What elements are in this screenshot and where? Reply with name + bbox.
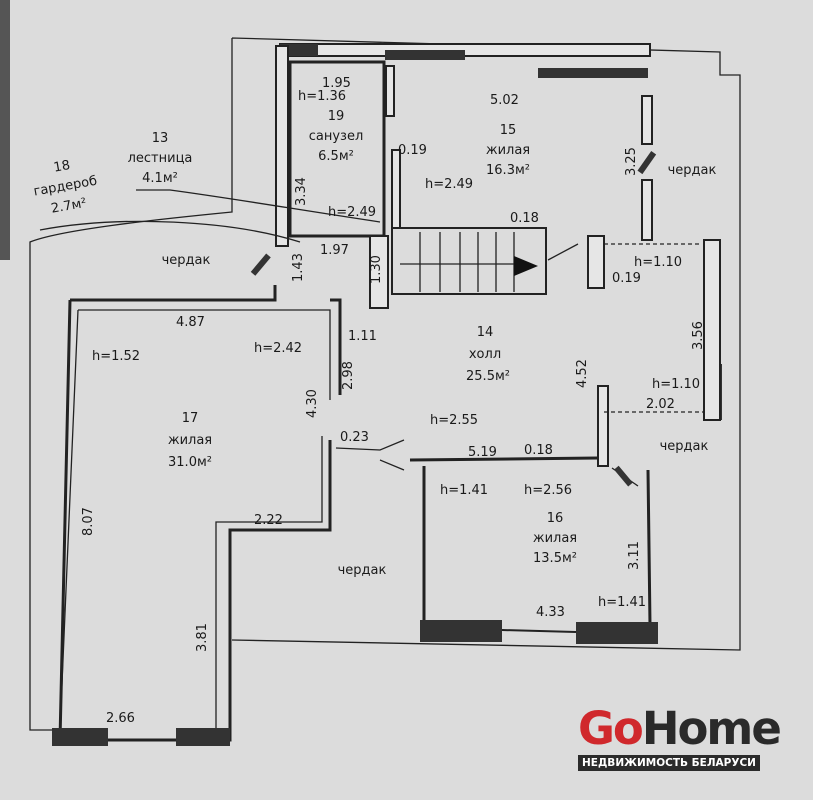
dim: 4.33 xyxy=(536,605,565,620)
dim: 2.98 xyxy=(341,361,356,390)
dim: 2.22 xyxy=(254,513,283,528)
bathroom-walls xyxy=(288,60,386,238)
ceiling-height: h=2.49 xyxy=(328,205,376,220)
attic-label-3: чердак xyxy=(660,439,709,454)
dim: 1.11 xyxy=(348,329,377,344)
paper-edge xyxy=(0,0,10,260)
attic-label-2: чердак xyxy=(668,163,717,178)
room-16-name: жилая xyxy=(533,531,577,546)
logo-go: Go xyxy=(578,702,644,755)
ceiling-height: h=1.10 xyxy=(634,255,682,270)
dim: 1.97 xyxy=(320,243,349,258)
room-19-name: санузел xyxy=(309,129,364,144)
room-14-name: холл xyxy=(469,347,501,362)
dim: 0.19 xyxy=(612,271,641,286)
dim: 4.87 xyxy=(176,315,205,330)
dim: 1.43 xyxy=(291,253,306,282)
ceiling-height: h=2.55 xyxy=(430,413,478,428)
dim: 2.02 xyxy=(646,397,675,412)
room-19-number: 19 xyxy=(328,109,345,124)
ceiling-height: h=2.56 xyxy=(524,483,572,498)
gohome-logo: GoHome НЕДВИЖИМОСТЬ БЕЛАРУСИ xyxy=(578,706,782,771)
wall-bath-left xyxy=(275,45,289,247)
dim: 1.95 xyxy=(322,76,351,91)
ceiling-height: h=1.52 xyxy=(92,349,140,364)
leader-lines xyxy=(39,189,381,243)
ceiling-height: h=1.10 xyxy=(652,377,700,392)
dim: 3.56 xyxy=(691,321,706,350)
dim: 5.02 xyxy=(490,93,519,108)
dim: 1.30 xyxy=(369,255,384,284)
room-15-name: жилая xyxy=(486,143,530,158)
dim: 8.07 xyxy=(81,507,96,536)
ceiling-height: h=1.41 xyxy=(440,483,488,498)
room-15-area: 16.3м² xyxy=(486,163,530,178)
room-17-name: жилая xyxy=(168,433,212,448)
ceiling-height: h=1.36 xyxy=(298,89,346,104)
room-17-number: 17 xyxy=(182,411,199,426)
staircase xyxy=(391,227,547,295)
room-13-name: лестница xyxy=(128,151,193,166)
dim: 3.81 xyxy=(195,623,210,652)
room-13-area: 4.1м² xyxy=(142,171,178,186)
room-17-area: 31.0м² xyxy=(168,455,212,470)
room-18-area: 2.7м² xyxy=(50,196,88,217)
dim: 0.18 xyxy=(510,211,539,226)
ceiling-height: h=2.49 xyxy=(425,177,473,192)
logo-tagline: НЕДВИЖИМОСТЬ БЕЛАРУСИ xyxy=(578,755,760,771)
room-16-number: 16 xyxy=(547,511,564,526)
dim: 4.30 xyxy=(305,389,320,418)
room-19-area: 6.5м² xyxy=(318,149,354,164)
room-13-number: 13 xyxy=(152,131,169,146)
dim: 4.52 xyxy=(575,359,590,388)
attic-label-4: чердак xyxy=(338,563,387,578)
dim: 0.23 xyxy=(340,430,369,445)
room-18-number: 18 xyxy=(52,158,71,176)
room-14-number: 14 xyxy=(477,325,494,340)
room17-walls xyxy=(58,285,342,742)
room16-walls xyxy=(409,456,652,626)
ceiling-height: h=1.41 xyxy=(598,595,646,610)
room-15-number: 15 xyxy=(500,123,517,138)
dim: 5.19 xyxy=(468,445,497,460)
room-16-area: 13.5м² xyxy=(533,551,577,566)
ceiling-height: h=2.42 xyxy=(254,341,302,356)
dim: 3.25 xyxy=(624,147,639,176)
dim: 3.34 xyxy=(294,177,309,206)
dim: 3.11 xyxy=(627,541,642,570)
room-14-area: 25.5м² xyxy=(466,369,510,384)
dim: 0.18 xyxy=(524,443,553,458)
logo-home: Home xyxy=(641,702,782,755)
dim: 0.19 xyxy=(398,143,427,158)
dim: 2.66 xyxy=(106,711,135,726)
attic-label-1: чердак xyxy=(162,253,211,268)
